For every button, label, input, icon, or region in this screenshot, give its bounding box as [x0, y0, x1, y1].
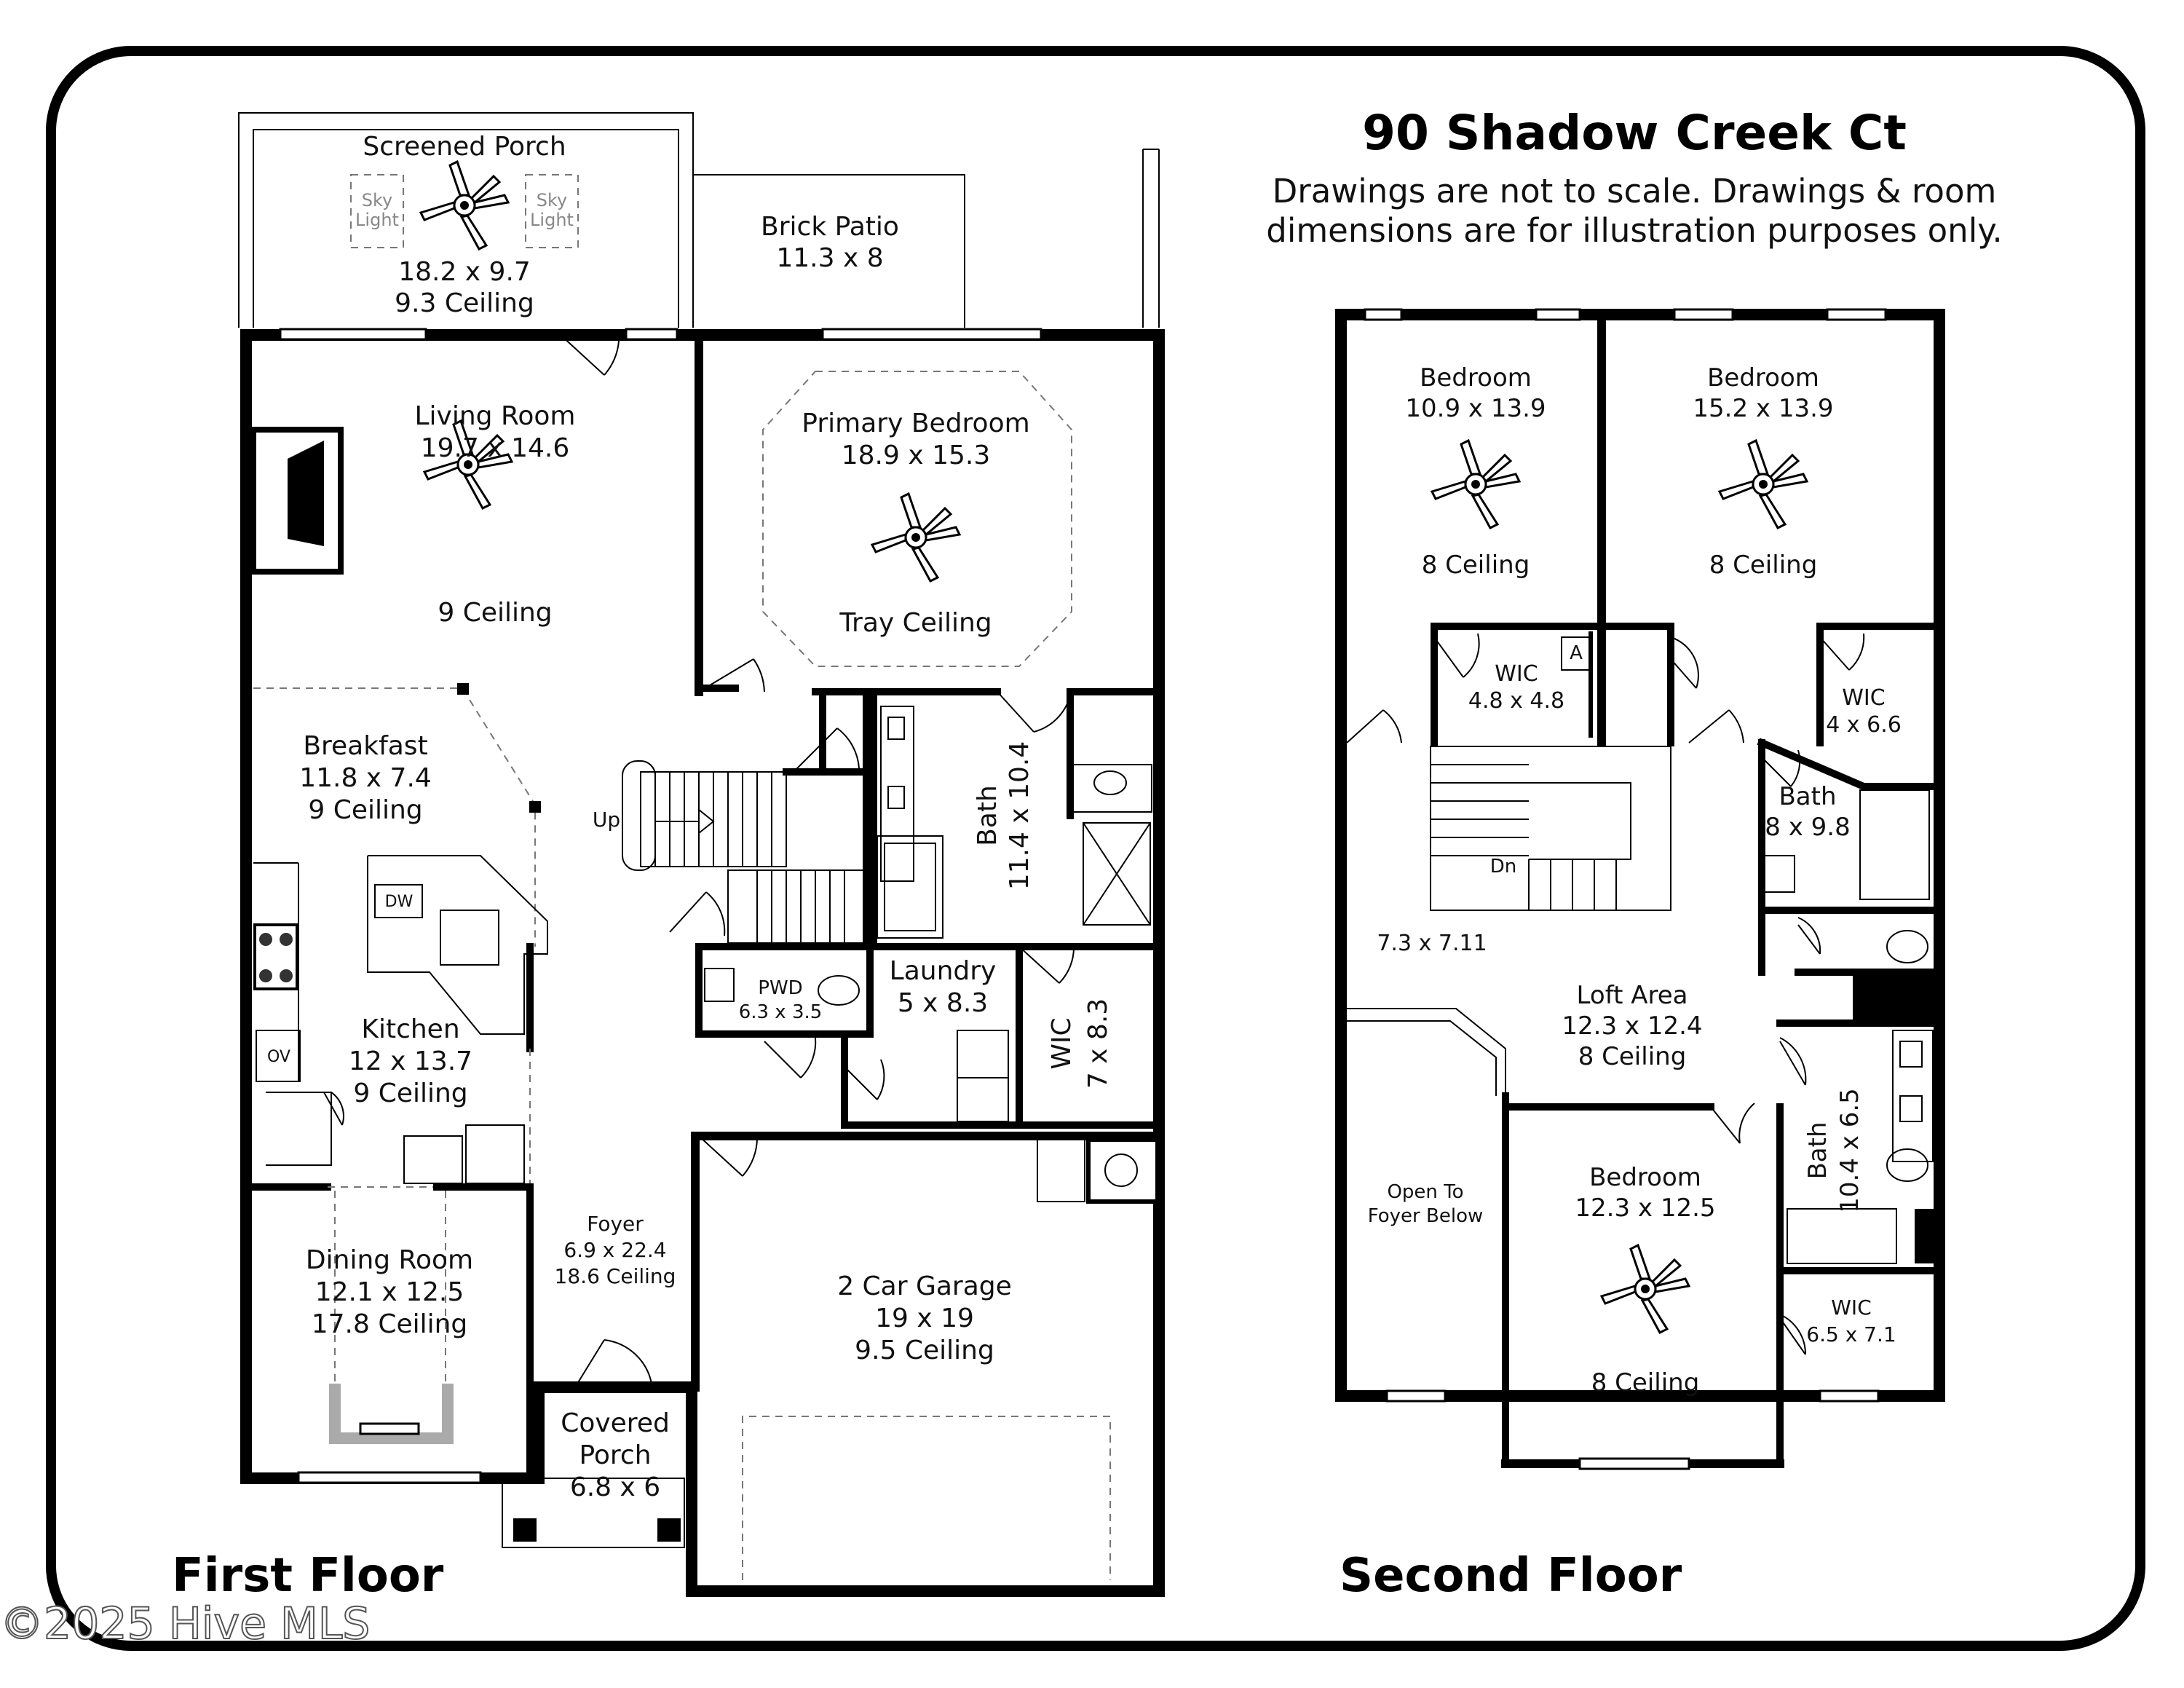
bedroom-1-name: Bedroom: [1420, 363, 1532, 393]
primary-bath-dims: 11.4 x 10.4: [1005, 741, 1034, 891]
ceiling-fan-icon: [1430, 438, 1522, 529]
bedroom-1-ceiling: 8 Ceiling: [1422, 551, 1530, 580]
bath-1-dims: 8 x 9.8: [1765, 813, 1850, 842]
pwd-name: PWD: [758, 977, 802, 999]
covered-porch-name: Covered: [561, 1408, 670, 1438]
screened-porch-dims: 18.2 x 9.7: [398, 257, 531, 287]
wic-1-name: WIC: [1495, 661, 1538, 687]
outer-frame: [46, 46, 2145, 1651]
ceiling-fan-icon: [1717, 438, 1809, 529]
bedroom-2-name: Bedroom: [1707, 363, 1819, 393]
foyer-dims: 6.9 x 22.4: [563, 1238, 666, 1262]
wic-2-dims: 4 x 6.6: [1826, 712, 1902, 738]
second-floor-label: Second Floor: [1340, 1549, 1682, 1603]
laundry-name: Laundry: [890, 956, 997, 986]
garage-dims: 19 x 19: [875, 1304, 974, 1333]
ceiling-fan-icon: [419, 159, 510, 251]
skylight-2-line-2: Light: [530, 210, 574, 230]
page-title: 90 Shadow Creek Ct: [1362, 105, 1907, 161]
living-room-ceiling: 9 Ceiling: [438, 598, 552, 628]
ceiling-fan-icon: [1599, 1243, 1691, 1334]
labels: 90 Shadow Creek Ct Drawings are not to s…: [0, 105, 2003, 1650]
living-room-dims: 19.7 x 14.6: [421, 433, 570, 463]
wic-2-name: WIC: [1842, 685, 1885, 711]
open-to-foyer-line-1: Open To: [1387, 1181, 1463, 1203]
bedroom-3-name: Bedroom: [1589, 1163, 1701, 1192]
garage-name: 2 Car Garage: [837, 1271, 1012, 1301]
bedroom-2-dims: 15.2 x 13.9: [1693, 394, 1833, 423]
covered-porch-name-2: Porch: [579, 1440, 651, 1470]
stairs-up-label: Up: [593, 808, 620, 832]
bedroom-3-dims: 12.3 x 12.5: [1575, 1194, 1715, 1223]
primary-bath-name: Bath: [973, 785, 1002, 846]
loft-name: Loft Area: [1577, 981, 1688, 1010]
skylight-1-line-2: Light: [355, 210, 399, 230]
pwd-dims: 6.3 x 3.5: [739, 1001, 823, 1023]
kitchen-dims: 12 x 13.7: [349, 1046, 472, 1076]
first-floor-label: First Floor: [172, 1549, 444, 1603]
primary-bedroom-ceiling: Tray Ceiling: [839, 608, 992, 638]
laundry-dims: 5 x 8.3: [898, 988, 988, 1018]
watermark: ©2025 Hive MLS: [0, 1598, 370, 1649]
loft-ceiling: 8 Ceiling: [1578, 1042, 1687, 1071]
foyer-name: Foyer: [587, 1212, 644, 1236]
first-floor: [238, 112, 1165, 1597]
breakfast-dims: 11.8 x 7.4: [299, 763, 432, 793]
dining-room-ceiling: 17.8 Ceiling: [312, 1309, 468, 1339]
wic-name: WIC: [1047, 1017, 1077, 1069]
bath-1-name: Bath: [1779, 782, 1836, 811]
primary-bedroom-name: Primary Bedroom: [802, 409, 1029, 438]
covered-porch-dims: 6.8 x 6: [570, 1472, 660, 1502]
kitchen-name: Kitchen: [361, 1014, 459, 1044]
ceiling-fan-icon: [422, 419, 514, 510]
skylight-2-line-1: Sky: [537, 190, 567, 210]
dining-room-name: Dining Room: [306, 1245, 473, 1275]
bedroom-1-dims: 10.9 x 13.9: [1405, 394, 1546, 423]
primary-bedroom-dims: 18.9 x 15.3: [842, 441, 991, 470]
disclaimer-line-2: dimensions are for illustration purposes…: [1266, 211, 2002, 250]
bath-2-dims: 10.4 x 6.5: [1835, 1088, 1864, 1213]
screened-porch-ceiling: 9.3 Ceiling: [395, 288, 534, 318]
living-room-name: Living Room: [415, 401, 576, 431]
oven-label: OV: [267, 1048, 290, 1066]
wic-dims: 7 x 8.3: [1083, 998, 1113, 1089]
bedroom-2-ceiling: 8 Ceiling: [1709, 551, 1818, 580]
screened-porch-name: Screened Porch: [363, 132, 566, 162]
loft-dims: 12.3 x 12.4: [1562, 1011, 1702, 1041]
ceiling-fan-icon: [870, 492, 962, 583]
wic-3-dims: 6.5 x 7.1: [1806, 1322, 1896, 1346]
wic-3-name: WIC: [1831, 1295, 1872, 1320]
bath-2-name: Bath: [1803, 1121, 1832, 1179]
stairs-down-label: Dn: [1490, 856, 1517, 877]
brick-patio-name: Brick Patio: [761, 212, 899, 242]
wic-1-dims: 4.8 x 4.8: [1468, 688, 1564, 714]
foyer-ceiling: 18.6 Ceiling: [555, 1264, 676, 1288]
brick-patio-dims: 11.3 x 8: [776, 243, 883, 273]
landing-dims: 7.3 x 7.11: [1377, 931, 1487, 956]
dining-room-dims: 12.1 x 12.5: [315, 1277, 464, 1307]
skylight-1-line-1: Sky: [362, 190, 392, 210]
breakfast-name: Breakfast: [303, 731, 427, 761]
dishwasher-label: DW: [385, 893, 414, 911]
bedroom-3-ceiling: 8 Ceiling: [1591, 1368, 1700, 1397]
wic-1-attic-label: A: [1570, 642, 1583, 664]
second-floor: [1335, 308, 1945, 1470]
breakfast-ceiling: 9 Ceiling: [308, 795, 422, 825]
disclaimer-line-1: Drawings are not to scale. Drawings & ro…: [1273, 172, 1997, 210]
garage-ceiling: 9.5 Ceiling: [855, 1336, 994, 1365]
kitchen-ceiling: 9 Ceiling: [353, 1078, 467, 1108]
open-to-foyer-line-2: Foyer Below: [1368, 1205, 1484, 1227]
